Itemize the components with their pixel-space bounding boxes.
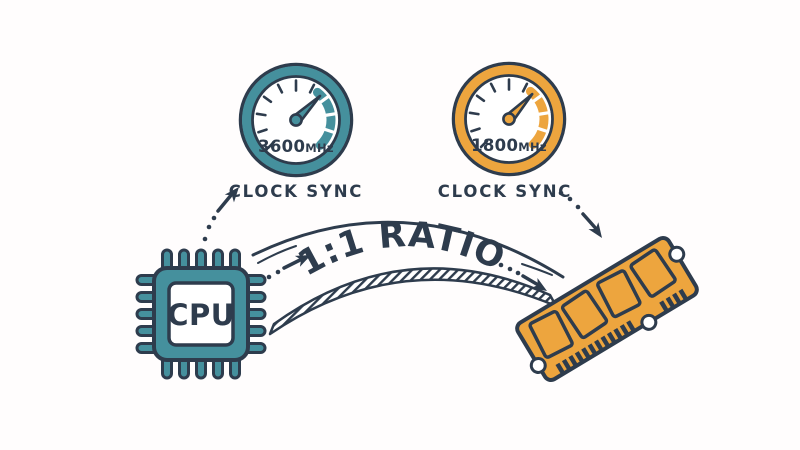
gauge-needle: [289, 94, 322, 127]
dotted-arrow-clock-to-ram: [558, 190, 602, 238]
gauge-arc-segment: [313, 87, 336, 150]
arrowhead-icon: [531, 277, 547, 291]
dotted-arrow-right-ratio: [489, 259, 547, 291]
gauge-ticks: [255, 79, 316, 150]
cpu-die: [167, 281, 235, 347]
arrowhead-icon: [294, 255, 311, 267]
gauge-needle: [502, 92, 534, 126]
arrowhead-icon: [224, 187, 239, 203]
gauge-value: 3600MHz: [258, 137, 334, 156]
gauge-ring: [455, 65, 563, 173]
cpu-chip: CPU: [135, 248, 267, 380]
ram-connector-pins: [555, 288, 689, 375]
ratio-arc-top-line: [251, 220, 565, 279]
cpu-label: CPU: [167, 298, 235, 332]
arc-flourish-lines: [257, 245, 553, 276]
ram-notches: [529, 245, 686, 374]
gauge-arc-tick-gaps: [530, 93, 551, 134]
gauge-arc-tick-gaps: [317, 94, 338, 135]
clock-sync-label-left: CLOCK SYNC: [229, 182, 363, 201]
cpu-clock-gauge: 3600MHz: [238, 62, 354, 178]
clock-sync-label-right: CLOCK SYNC: [438, 182, 572, 201]
gauge-arc-segment: [526, 86, 549, 149]
gauge-ring: [242, 66, 350, 174]
arrowhead-icon: [588, 222, 602, 238]
gauge-value: 1800MHz: [471, 136, 547, 155]
ram-clock-gauge: 1800MHz: [451, 61, 567, 177]
ram-stick: [515, 235, 699, 383]
gauge-ticks: [468, 78, 529, 149]
dotted-arrow-left-ratio: [266, 255, 311, 280]
dotted-arrow-cpu-to-clock: [202, 187, 239, 242]
ram-chips: [528, 248, 677, 359]
